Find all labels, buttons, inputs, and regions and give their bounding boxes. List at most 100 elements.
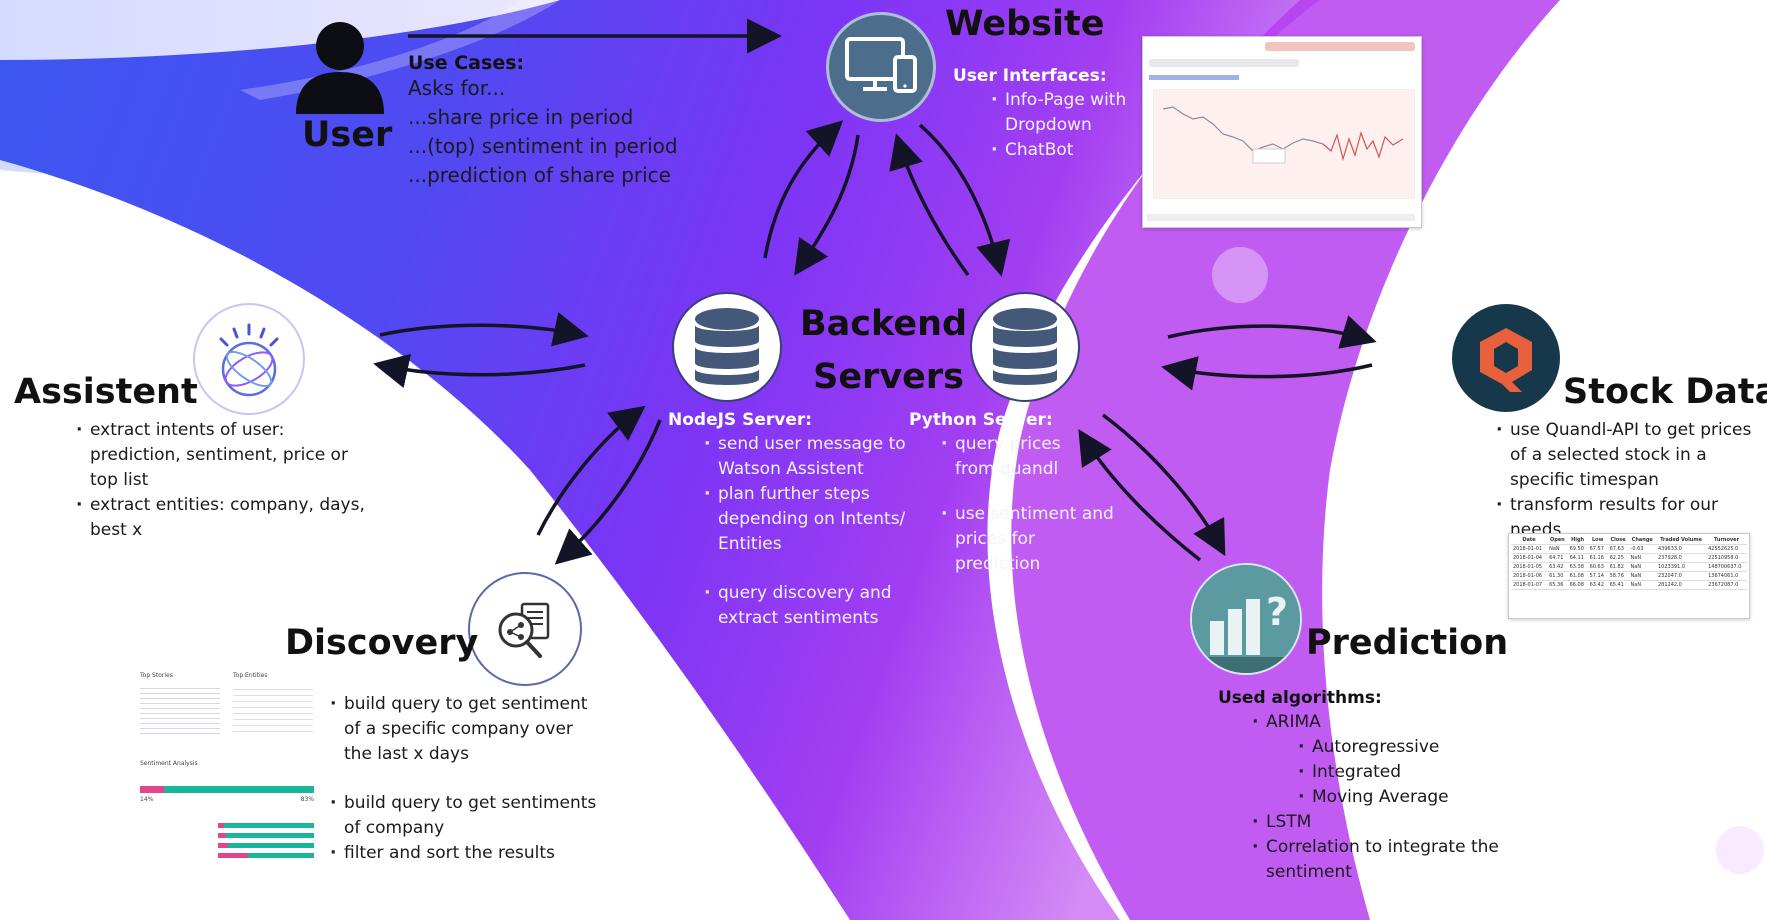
arima-part: Moving Average	[1298, 785, 1508, 810]
table-cell: 60.63	[1587, 562, 1608, 572]
user-section	[290, 18, 390, 118]
table-header: Open	[1547, 536, 1568, 545]
arrow-website-to-backend-right	[918, 123, 1011, 277]
table-cell: 232047.0	[1655, 571, 1707, 581]
arrow-backend-to-discovery	[554, 419, 662, 565]
assistent-items: extract intents of user: prediction, sen…	[76, 418, 366, 543]
arrow-backend-to-prediction	[1101, 413, 1226, 557]
database-icon	[993, 308, 1057, 385]
table-cell: 64.71	[1547, 553, 1568, 563]
table-cell: 62.25	[1607, 553, 1629, 563]
prediction-chart-question-icon: ?	[1192, 565, 1300, 673]
arrow-discovery-to-backend	[536, 405, 646, 536]
table-cell: 69.50	[1567, 544, 1588, 554]
table-cell: 61.82	[1607, 562, 1629, 572]
table-cell: 64.11	[1567, 553, 1588, 563]
prediction-block: Used algorithms: ARIMA Autoregressive In…	[1218, 688, 1508, 885]
table-cell: 58.76	[1607, 571, 1629, 581]
use-case-item: Asks for...	[408, 76, 506, 100]
top-stories-label: Top Stories	[140, 672, 173, 679]
arima-label: ARIMA	[1266, 712, 1321, 732]
user-interfaces-heading: User Interfaces:	[953, 66, 1107, 86]
node-item: plan further steps depending on Intents/…	[704, 482, 908, 557]
arima-part: Integrated	[1298, 760, 1508, 785]
prediction-title: Prediction	[1306, 623, 1509, 663]
table-cell: 148700637.0	[1706, 562, 1747, 572]
table-cell: 63.42	[1547, 562, 1568, 572]
discovery-title: Discovery	[285, 623, 479, 663]
table-cell: NaN	[1547, 544, 1568, 554]
python-heading: Python Server:	[909, 410, 1053, 430]
use-case-item: ...(top) sentiment in period	[408, 134, 678, 158]
table-cell: 63.42	[1587, 580, 1608, 590]
table-cell: 281242.0	[1655, 580, 1707, 590]
table-cell: 57.14	[1587, 571, 1608, 581]
use-case-item: ...share price in period	[408, 105, 634, 129]
discovery-icon-circle	[468, 572, 582, 686]
table-cell: 1023391.0	[1655, 562, 1707, 572]
backend-title: Backend Servers	[800, 298, 967, 404]
arrow-backend-to-assistent	[379, 312, 589, 347]
quandl-logo-icon	[1480, 328, 1532, 392]
assistent-title: Assistent	[14, 372, 198, 412]
table-cell: NaN	[1628, 580, 1656, 590]
arrow-backend-to-stock	[1167, 315, 1377, 349]
table-header: High	[1567, 536, 1588, 545]
watson-icon	[219, 323, 279, 397]
arrow-assistent-to-backend	[373, 353, 586, 389]
table-cell: 61.30	[1547, 571, 1568, 581]
stock-items: use Quandl-API to get prices of a select…	[1496, 418, 1758, 543]
use-cases-heading: Use Cases:	[408, 52, 525, 74]
table-cell: 13674061.0	[1706, 571, 1747, 581]
table-cell: 2018-01-05	[1511, 562, 1548, 572]
watson-icon-circle	[193, 303, 305, 415]
website-interfaces: User Interfaces: Info-Page with Dropdown…	[953, 66, 1143, 163]
python-server-block: Python Server: query prices from quandl …	[909, 410, 1139, 577]
discovery-items: build query to get sentiment of a specif…	[330, 692, 602, 866]
table-header: Change	[1628, 536, 1656, 545]
arima-part: Autoregressive	[1298, 735, 1508, 760]
discovery-item: filter and sort the results	[330, 841, 602, 866]
table-cell: 2018-01-01	[1511, 544, 1548, 554]
sentiment-analysis-label: Sentiment Analysis	[140, 760, 198, 767]
use-case-item: ...prediction of share price	[408, 163, 671, 187]
stock-item: use Quandl-API to get prices of a select…	[1496, 418, 1758, 493]
database-icon	[695, 308, 759, 385]
website-title: Website	[945, 4, 1105, 44]
table-header: Date	[1511, 536, 1548, 545]
node-item: query discovery and extract sentiments	[704, 581, 908, 631]
discovery-item: build query to get sentiments of company	[330, 791, 602, 841]
table-cell: NaN	[1628, 553, 1656, 563]
discovery-item: build query to get sentiment of a specif…	[330, 692, 602, 767]
arrow-backend-to-website-right	[889, 133, 970, 277]
node-item: send user message to Watson Assistent	[704, 432, 908, 482]
table-cell: -0.63	[1628, 544, 1656, 554]
table-cell: 2018-01-04	[1511, 553, 1548, 563]
svg-text:?: ?	[1266, 590, 1288, 634]
assistent-item: extract entities: company, days, best x	[76, 493, 366, 543]
sentiment-pct-right: 83%	[300, 796, 314, 803]
table-cell: 22510958.0	[1706, 553, 1747, 563]
table-cell: 61.16	[1587, 553, 1608, 563]
algorithm-item: LSTM	[1252, 810, 1508, 835]
arrow-prediction-to-backend	[1078, 429, 1202, 562]
assistent-item: extract intents of user: prediction, sen…	[76, 418, 366, 493]
nodejs-heading: NodeJS Server:	[668, 410, 813, 430]
table-cell: 63.38	[1567, 562, 1588, 572]
website-chart-preview	[1162, 106, 1404, 164]
table-header-row: Date Open High Low Close Change Traded V…	[1511, 536, 1747, 545]
table-cell: 66.08	[1567, 580, 1588, 590]
algorithms-heading: Used algorithms:	[1218, 688, 1382, 708]
table-header: Close	[1607, 536, 1629, 545]
table-cell: 61.08	[1567, 571, 1588, 581]
table-cell: 2018-01-06	[1511, 571, 1548, 581]
ui-item: ChatBot	[991, 138, 1143, 163]
nodejs-server-block: NodeJS Server: send user message to Wats…	[668, 410, 908, 631]
table-cell: NaN	[1628, 562, 1656, 572]
table-header: Low	[1587, 536, 1608, 545]
discovery-search-icon	[498, 602, 550, 658]
